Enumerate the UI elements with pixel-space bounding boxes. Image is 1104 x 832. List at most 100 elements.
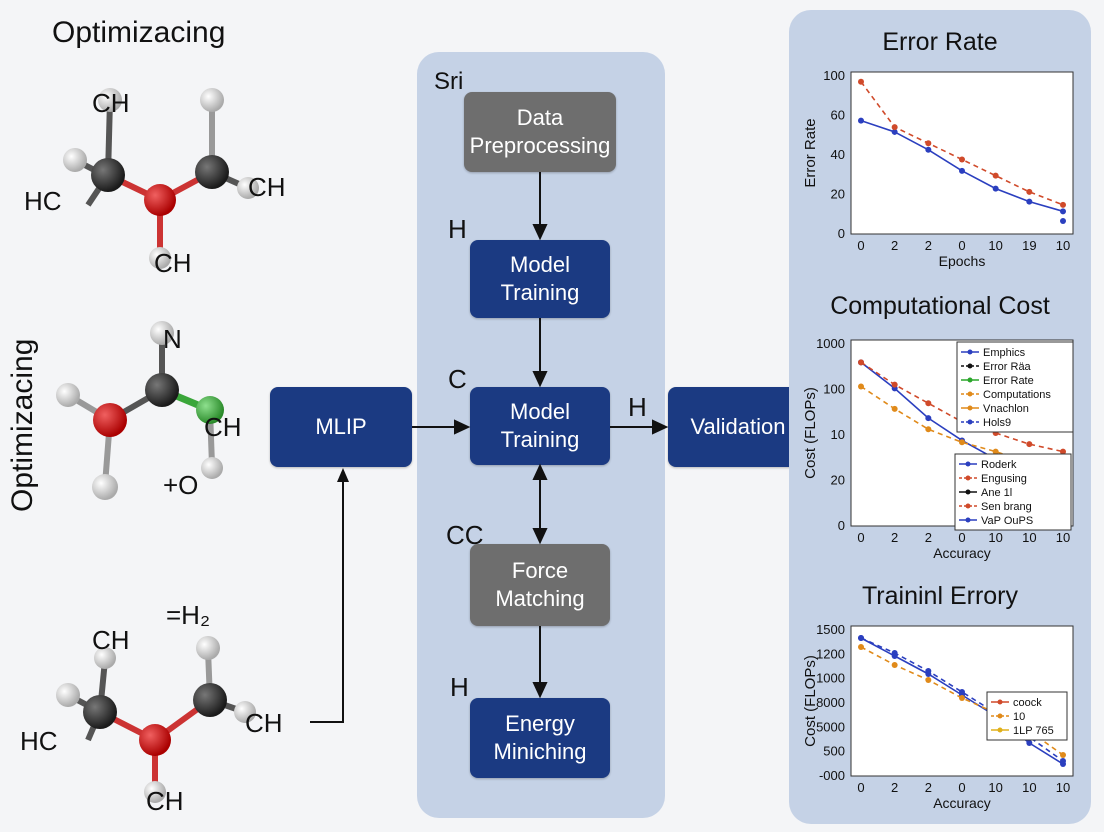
molecules-illustration xyxy=(56,88,349,803)
y-tick-label: 5000 xyxy=(816,719,845,734)
step-letter: H xyxy=(450,672,469,702)
y-tick-label: 40 xyxy=(831,147,845,162)
x-axis-label: Epochs xyxy=(939,253,986,269)
y-axis-label: Cost (FLOPs) xyxy=(802,387,819,479)
data-preprocessing-box[interactable]: Data Preprocessing xyxy=(464,92,616,172)
y-tick-label: 10 xyxy=(831,427,845,442)
legend-marker xyxy=(997,713,1003,719)
data-point xyxy=(891,381,898,388)
atom-label: =H₂ xyxy=(166,600,211,630)
legend-label: Error Rate xyxy=(983,375,1034,387)
data-point xyxy=(891,128,898,135)
y-tick-label: 1200 xyxy=(816,646,845,661)
data-point xyxy=(925,146,932,153)
x-tick-label: 19 xyxy=(1022,238,1036,253)
data-point xyxy=(858,359,864,366)
data-point xyxy=(925,677,932,683)
y-tick-label: 1000 xyxy=(816,671,845,686)
atom-label: HC xyxy=(20,726,58,756)
data-point xyxy=(1060,448,1066,455)
legend-marker xyxy=(997,727,1003,733)
legend-label: coock xyxy=(1013,697,1042,709)
y-tick-label: 0 xyxy=(838,518,845,533)
legend-label: Error Räa xyxy=(983,361,1032,373)
y-tick-label: 20 xyxy=(831,473,845,488)
x-tick-label: 0 xyxy=(857,780,864,795)
legend-marker xyxy=(967,419,973,425)
atom-label: HC xyxy=(24,186,62,216)
atom-label: CH xyxy=(154,248,192,278)
x-tick-label: 0 xyxy=(958,780,965,795)
legend-label: Ane 1l xyxy=(981,487,1012,499)
legend-marker xyxy=(967,363,973,369)
mlip-box[interactable]: MLIP xyxy=(270,387,412,467)
x-tick-label: 0 xyxy=(958,530,965,545)
validation-box[interactable]: Validation xyxy=(668,387,808,467)
x-tick-label: 10 xyxy=(1022,780,1036,795)
step-letter: H xyxy=(448,214,467,244)
data-point xyxy=(992,185,999,192)
data-point xyxy=(1026,188,1033,195)
x-axis-label: Accuracy xyxy=(933,545,991,561)
legend-label: Engusing xyxy=(981,473,1027,485)
y-tick-label: 1500 xyxy=(816,622,845,637)
legend-label: VaP OuPS xyxy=(981,515,1033,527)
x-axis-label: Accuracy xyxy=(933,795,991,811)
y-tick-label: 100 xyxy=(823,382,845,397)
data-point xyxy=(858,635,864,641)
legend-label: 10 xyxy=(1013,711,1025,723)
model-training-box-2[interactable]: Model Training xyxy=(470,387,610,465)
data-point xyxy=(891,124,898,131)
data-point xyxy=(925,426,932,433)
step-letter: H xyxy=(628,392,647,422)
data-point xyxy=(925,668,932,674)
atom-label: CH xyxy=(92,625,130,655)
atom-label: N xyxy=(163,324,182,354)
x-tick-label: 10 xyxy=(1022,530,1036,545)
legend-box xyxy=(956,341,1074,433)
chart-title-training-error: Traininl Errory xyxy=(861,582,1019,610)
legend-label: Hols9 xyxy=(983,417,1011,429)
data-point xyxy=(858,78,864,85)
x-tick-label: 2 xyxy=(925,780,932,795)
legend-label: 1LP 765 xyxy=(1013,725,1054,737)
step-letter: CC xyxy=(446,520,484,550)
y-tick-label: 20 xyxy=(831,187,845,202)
legend-label: Vnachlon xyxy=(983,403,1029,415)
force-matching-box[interactable]: Force Matching xyxy=(470,544,610,626)
model-training-box-1[interactable]: Model Training xyxy=(470,240,610,318)
data-point xyxy=(959,156,965,163)
x-tick-label: 10 xyxy=(988,780,1002,795)
data-point xyxy=(925,140,932,147)
legend-label: Emphics xyxy=(983,347,1026,359)
legend-marker xyxy=(967,391,973,397)
atom-label: +O xyxy=(163,470,199,500)
x-tick-label: 2 xyxy=(891,238,898,253)
data-point xyxy=(1060,208,1066,215)
legend-marker xyxy=(967,377,973,383)
x-tick-label: 10 xyxy=(988,530,1002,545)
atom-label: CH xyxy=(92,88,130,118)
x-tick-label: 10 xyxy=(1056,530,1070,545)
data-point xyxy=(992,448,999,455)
legend-label: Computations xyxy=(983,389,1051,401)
data-point xyxy=(925,400,932,407)
x-tick-label: 2 xyxy=(925,530,932,545)
y-axis-label: Error Rate xyxy=(802,118,819,187)
data-point xyxy=(891,405,898,412)
x-tick-label: 2 xyxy=(891,780,898,795)
x-tick-label: 2 xyxy=(925,238,932,253)
legend-marker xyxy=(965,489,971,495)
x-tick-label: 0 xyxy=(958,238,965,253)
data-point xyxy=(1060,752,1066,758)
atom-label: CH xyxy=(204,412,242,442)
molecule-1 xyxy=(63,88,259,269)
page-title: Optimizacing xyxy=(52,16,226,49)
energy-miniching-box[interactable]: Energy Miniching xyxy=(470,698,610,778)
legend-marker xyxy=(965,517,971,523)
data-point xyxy=(858,644,864,650)
legend-marker xyxy=(965,503,971,509)
x-tick-label: 2 xyxy=(891,530,898,545)
